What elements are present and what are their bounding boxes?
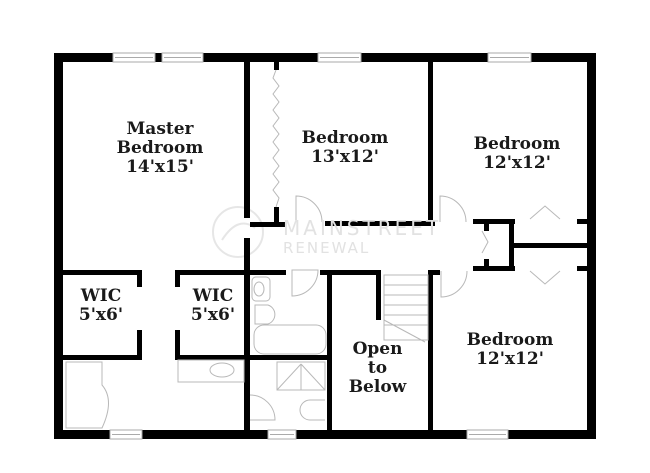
watermark-logo-icon (212, 206, 264, 258)
room-name: Bedroom (301, 128, 389, 148)
room-dimensions: 12'x12' (483, 153, 551, 173)
bathtub-icon (65, 361, 109, 429)
door-swing-icon (249, 394, 276, 421)
room-label-wic-1: WIC 5'x6' (65, 287, 137, 325)
room-label-wic-2: WIC 5'x6' (177, 287, 249, 325)
door-swing-icon (291, 269, 319, 297)
door-swing-icon (440, 270, 468, 298)
room-name: Bedroom (473, 134, 561, 154)
room-label-open-to-below: Open to Below (335, 340, 420, 397)
closet-bifold-door-icon (272, 69, 280, 208)
room-label-bedroom-3: Bedroom 12'x12' (445, 331, 575, 369)
windows (109, 52, 532, 440)
room-dimensions: 5'x6' (190, 305, 236, 325)
room-name: Bedroom (466, 330, 554, 350)
door-swing-icon (295, 195, 323, 223)
toilet-icon (299, 399, 325, 421)
room-name: to (367, 358, 388, 378)
toilet-icon (254, 304, 276, 325)
room-name: Master (126, 119, 194, 139)
watermark-subtext: RENEWAL (283, 239, 371, 257)
room-name: Below (348, 377, 407, 397)
room-name: Bedroom (116, 138, 204, 158)
room-label-bedroom-2: Bedroom 12'x12' (452, 135, 582, 173)
interior-walls (63, 60, 589, 430)
room-dimensions: 13'x12' (311, 147, 379, 167)
fixtures (65, 69, 561, 429)
sink-icon (251, 276, 271, 302)
room-name: Open (352, 339, 403, 359)
room-label-bedroom-1: Bedroom 13'x12' (280, 129, 410, 167)
room-name: WIC (192, 286, 234, 306)
door-swing-icon (439, 195, 467, 223)
stairs-icon (383, 274, 429, 343)
watermark-text: MAINSTREET (283, 216, 442, 240)
room-dimensions: 5'x6' (78, 305, 124, 325)
room-name: WIC (80, 286, 122, 306)
room-dimensions: 14'x15' (126, 157, 194, 177)
sink-icon (209, 362, 235, 378)
bathtub-icon (253, 324, 327, 355)
room-label-master-bedroom: Master Bedroom 14'x15' (95, 120, 225, 177)
room-dimensions: 12'x12' (476, 349, 544, 369)
